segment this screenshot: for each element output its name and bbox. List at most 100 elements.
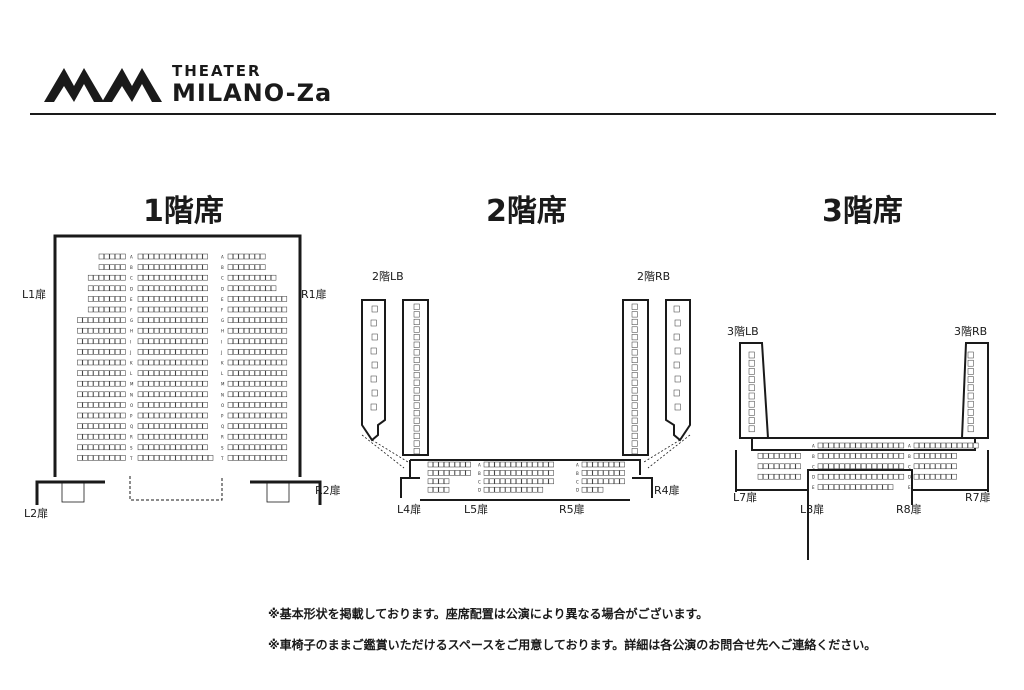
seat — [137, 349, 144, 355]
seat — [839, 473, 845, 480]
seat — [898, 473, 905, 480]
seat — [170, 317, 176, 323]
seat — [227, 370, 234, 376]
seat — [460, 470, 466, 476]
seat — [143, 296, 149, 302]
seat — [866, 463, 872, 470]
seat — [510, 486, 517, 493]
seat — [114, 370, 121, 376]
seat — [227, 274, 234, 281]
seat — [276, 338, 282, 345]
seat — [581, 470, 588, 476]
seat — [913, 473, 920, 480]
seat — [186, 380, 192, 387]
seat — [202, 285, 208, 292]
row-label-right: B — [221, 265, 224, 270]
seat — [254, 359, 261, 366]
seat — [227, 317, 234, 323]
seat — [254, 349, 261, 355]
seat — [82, 391, 88, 398]
seat — [951, 453, 957, 459]
seat — [757, 463, 764, 470]
seat — [773, 453, 780, 459]
row-label-right: C — [576, 479, 579, 484]
row-label-right: E — [221, 297, 224, 302]
seat — [413, 372, 420, 379]
seat — [87, 455, 94, 461]
row-label-right: R — [221, 435, 224, 440]
seat — [148, 423, 154, 429]
seat — [855, 484, 861, 490]
seat — [104, 285, 110, 292]
seat — [180, 444, 187, 451]
seat — [77, 359, 83, 366]
seat — [227, 402, 234, 408]
seat — [143, 264, 149, 270]
logo-text-milano-za: MILANO-Za — [172, 79, 333, 107]
seat — [614, 478, 620, 485]
seat — [143, 253, 149, 260]
seat — [631, 349, 638, 356]
seat — [597, 478, 604, 485]
seat — [877, 463, 883, 470]
seat — [109, 455, 115, 461]
seat — [104, 338, 110, 345]
seat — [148, 327, 154, 334]
seat — [227, 306, 234, 313]
seat — [460, 461, 466, 468]
seat — [281, 380, 288, 387]
seat — [164, 444, 171, 451]
seat — [87, 391, 94, 398]
seat — [817, 473, 824, 480]
seat — [202, 423, 208, 429]
seat — [371, 333, 378, 341]
seat — [833, 463, 840, 470]
seat — [877, 484, 883, 490]
seat — [87, 296, 94, 302]
seat — [270, 359, 277, 366]
seat — [449, 470, 455, 476]
milano-za-logo-icon — [44, 68, 162, 102]
seat — [137, 253, 144, 260]
seat — [77, 380, 83, 387]
seat — [413, 364, 420, 371]
seat — [191, 423, 198, 429]
seat — [249, 306, 255, 313]
door-label-r7: R7扉 — [965, 491, 991, 504]
seat — [276, 349, 282, 355]
seat — [254, 423, 261, 429]
seat — [153, 455, 160, 461]
floor1-left-stairs — [61, 481, 85, 503]
seat — [164, 306, 171, 313]
seat — [197, 455, 203, 461]
seat — [202, 253, 208, 260]
seat — [748, 368, 755, 375]
seat — [202, 349, 208, 355]
door-label-r5: R5扉 — [559, 503, 585, 516]
row-label-right: D — [221, 286, 224, 291]
seat — [77, 391, 83, 398]
seat — [748, 417, 755, 424]
seat — [191, 349, 198, 355]
seat — [898, 442, 905, 449]
seat — [233, 349, 239, 355]
seat — [265, 402, 271, 408]
seat — [839, 453, 845, 459]
seat — [499, 478, 506, 485]
seat — [93, 455, 99, 461]
section-label-3f-lb: 3階LB — [727, 324, 759, 338]
seat — [159, 253, 165, 260]
seat — [443, 486, 450, 493]
seat — [202, 444, 208, 451]
row-label-right: O — [221, 403, 224, 408]
seat — [233, 370, 239, 376]
seat — [82, 349, 88, 355]
seat — [164, 338, 171, 345]
seat — [137, 306, 144, 313]
seat — [93, 370, 99, 376]
seat — [153, 359, 160, 366]
seat — [619, 478, 625, 485]
seat — [532, 470, 538, 476]
seat — [413, 349, 420, 356]
seat — [887, 442, 894, 449]
